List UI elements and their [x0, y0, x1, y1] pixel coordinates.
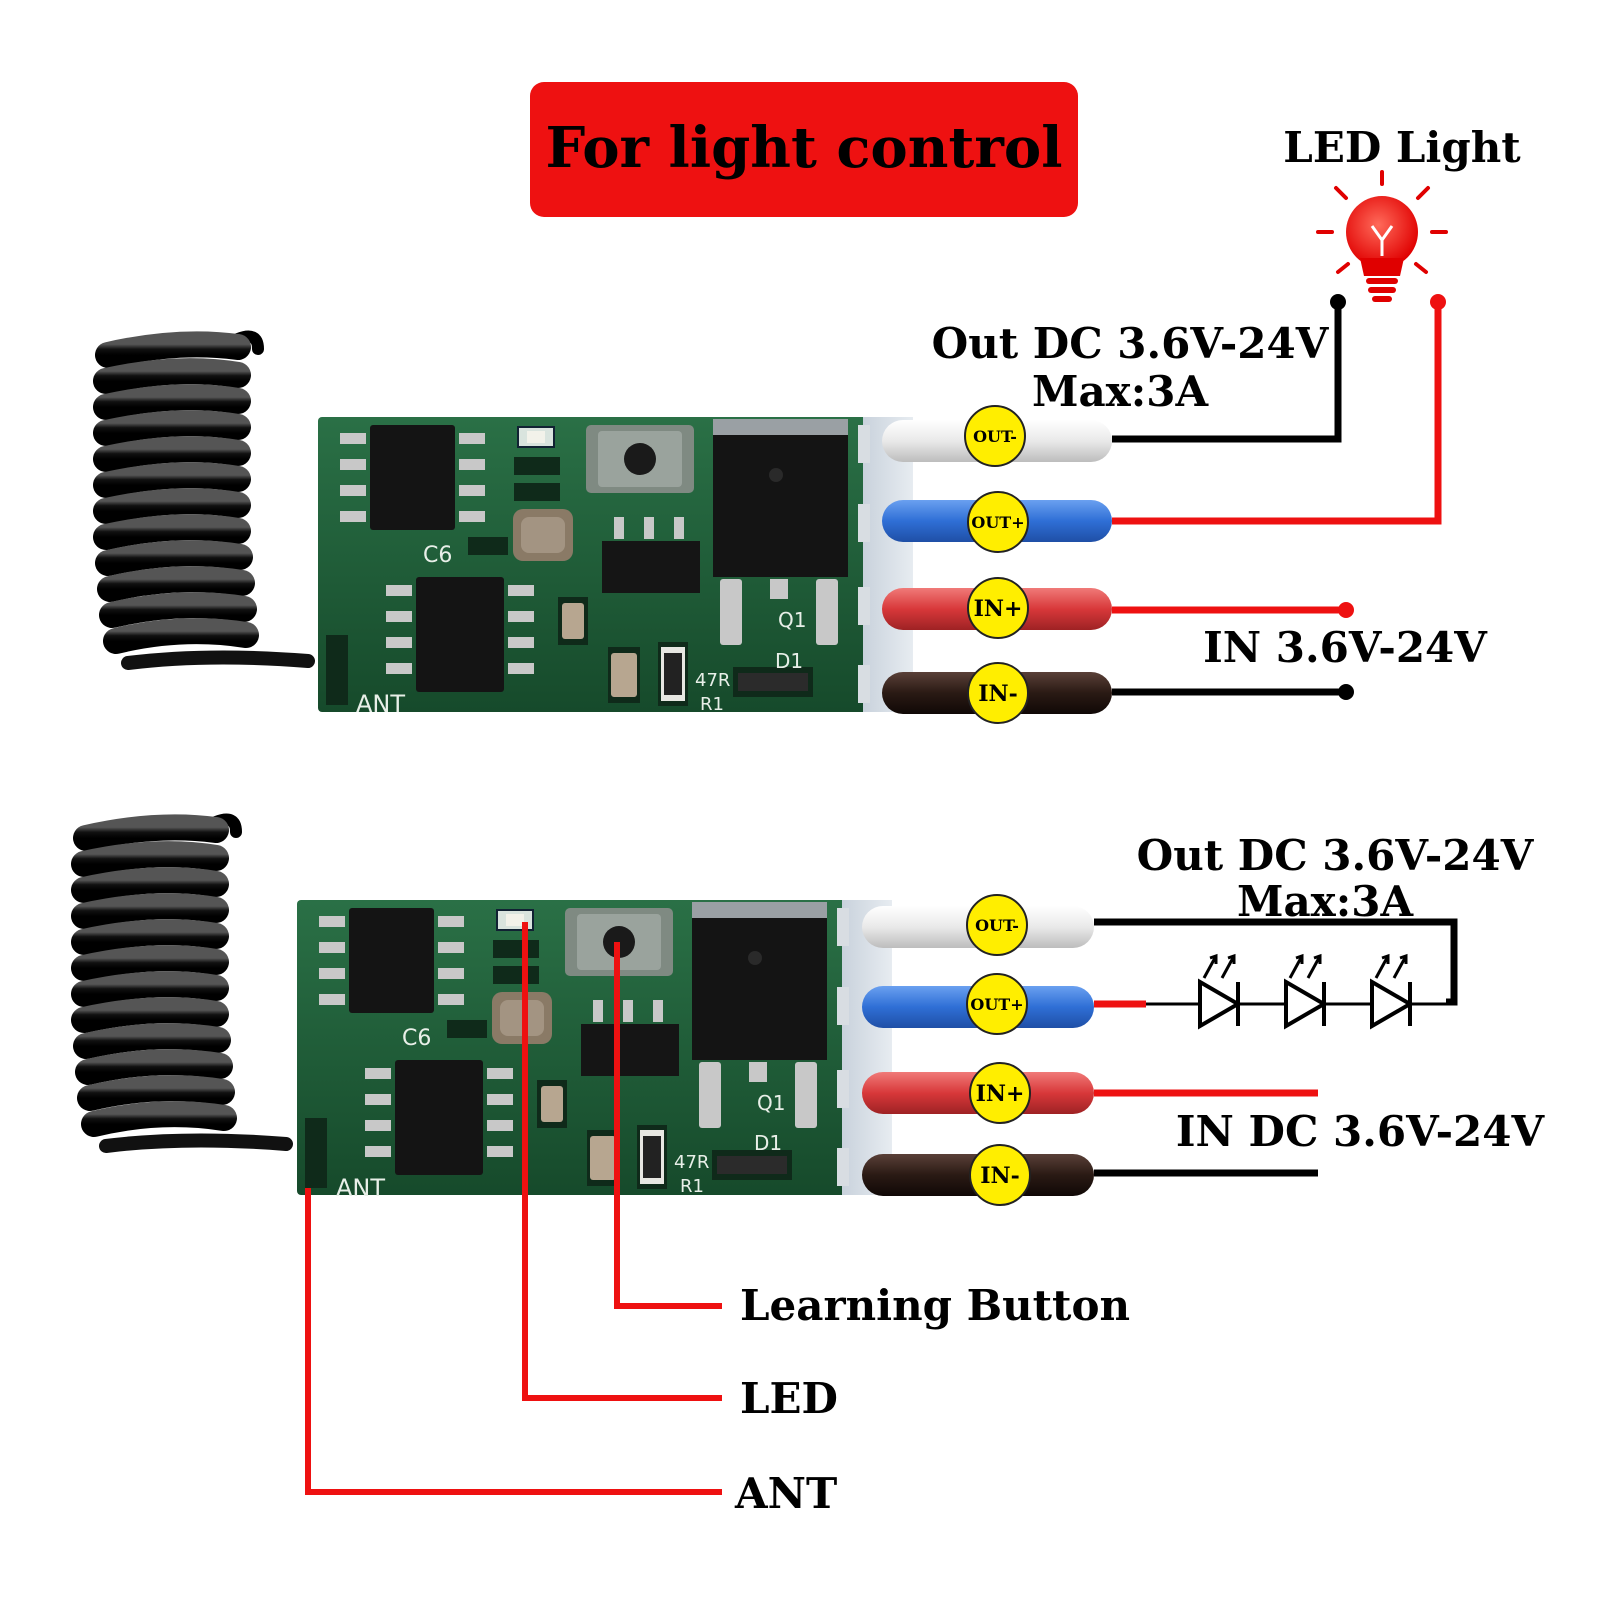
pin-in-minus: IN-	[967, 662, 1029, 724]
pin-in-plus: IN+	[967, 577, 1029, 639]
receiver-pcb	[317, 416, 914, 713]
input-voltage-label: IN 3.6V-24V	[1203, 623, 1488, 672]
silk-r1: R1	[700, 694, 724, 715]
svg-text:OUT-: OUT-	[973, 427, 1017, 446]
silk-r1: R1	[680, 1176, 704, 1197]
svg-text:IN-: IN-	[980, 1163, 1020, 1189]
output-voltage-label: Out DC 3.6V-24V	[932, 319, 1330, 368]
led-diode-icon	[1284, 954, 1326, 1028]
pin-out-minus: OUT-	[966, 894, 1028, 956]
svg-text:IN+: IN+	[974, 596, 1023, 622]
silk-r47: 47R	[695, 670, 730, 691]
wires	[1094, 918, 1458, 1177]
led-string	[1146, 954, 1446, 1028]
wire-sleeves	[862, 906, 1094, 1196]
pin-out-plus: OUT+	[966, 973, 1028, 1035]
coiled-antenna-icon	[106, 337, 308, 663]
svg-text:OUT-: OUT-	[975, 916, 1019, 935]
silk-q1: Q1	[778, 608, 806, 632]
pin-out-plus: OUT+	[967, 491, 1029, 553]
silk-d1: D1	[775, 649, 803, 673]
callout-ant: ANT	[734, 1469, 837, 1518]
silk-q1: Q1	[757, 1091, 785, 1115]
led-diode-icon	[1198, 954, 1240, 1028]
led-diode-icon	[1370, 954, 1412, 1028]
silk-c6: C6	[402, 1026, 431, 1051]
svg-text:OUT+: OUT+	[970, 995, 1023, 1014]
svg-text:OUT+: OUT+	[971, 513, 1024, 532]
coiled-antenna-icon	[84, 820, 286, 1146]
wire-sleeves	[882, 420, 1112, 714]
header-banner: For light control	[530, 82, 1078, 217]
pin-in-plus: IN+	[969, 1062, 1031, 1124]
callout-learning-button: Learning Button	[740, 1281, 1130, 1330]
svg-text:IN+: IN+	[976, 1081, 1025, 1107]
callout-led: LED	[740, 1374, 838, 1423]
silk-ant: ANT	[336, 1174, 385, 1202]
silk-d1: D1	[754, 1131, 782, 1155]
silk-c6: C6	[423, 543, 452, 568]
load-label: LED Light	[1283, 123, 1521, 172]
header-title: For light control	[546, 115, 1063, 181]
callout-lines	[305, 922, 722, 1495]
input-voltage-label: IN DC 3.6V-24V	[1176, 1107, 1546, 1156]
pin-in-minus: IN-	[969, 1144, 1031, 1206]
output-voltage-label: Out DC 3.6V-24V	[1137, 831, 1535, 880]
diagram-led-strip: C6 Q1 D1 47R R1 ANT OUT- OUT+ IN+ IN-	[84, 820, 1546, 1518]
silk-r47: 47R	[674, 1152, 709, 1173]
svg-text:IN-: IN-	[978, 681, 1018, 707]
light-bulb-icon	[1316, 170, 1448, 302]
wires	[1112, 302, 1442, 696]
diagram-light-control: C6 Q1 D1 47R R1 ANT OUT- OUT+ IN+ IN-	[106, 123, 1521, 724]
pin-out-minus: OUT-	[964, 405, 1026, 467]
output-current-label: Max:3A	[1237, 877, 1414, 926]
silk-ant: ANT	[356, 690, 405, 718]
output-current-label: Max:3A	[1032, 367, 1209, 416]
receiver-pcb	[296, 899, 893, 1196]
